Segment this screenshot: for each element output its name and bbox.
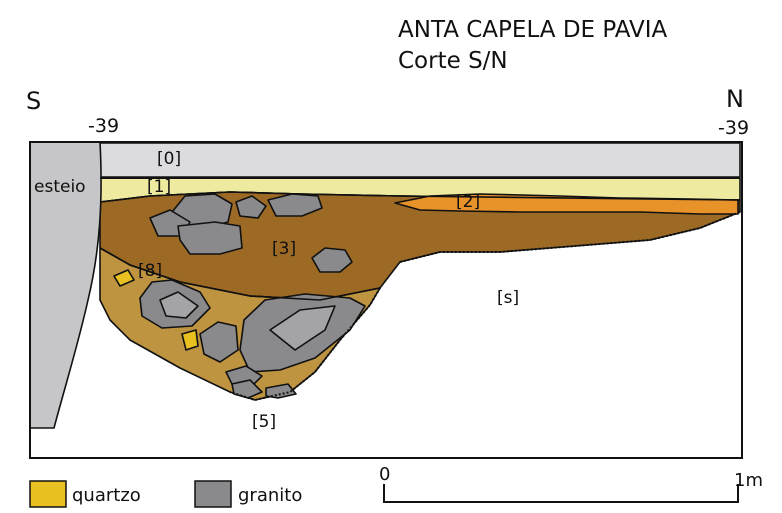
orientation-south: S bbox=[26, 87, 41, 115]
granite-stone bbox=[159, 291, 199, 319]
orientation-north: N bbox=[726, 85, 744, 113]
diagram-title: ANTA CAPELA DE PAVIA bbox=[398, 17, 668, 43]
granite-stone bbox=[235, 195, 267, 219]
granite-stone bbox=[177, 221, 243, 255]
legend-swatch-quartzo bbox=[29, 480, 67, 508]
esteio-standing-stone bbox=[29, 141, 102, 429]
granite-stone bbox=[269, 305, 336, 351]
section-frame bbox=[29, 141, 743, 459]
label-layer-1: [1] bbox=[147, 177, 171, 197]
scale-start-label: 0 bbox=[379, 464, 390, 485]
layer-0-area bbox=[99, 142, 741, 178]
quartz-fragment bbox=[113, 269, 135, 287]
label-layer-0: [0] bbox=[157, 149, 181, 169]
legend-label-granito: granito bbox=[238, 485, 302, 506]
label-layer-5: [5] bbox=[252, 412, 276, 432]
granite-stone bbox=[311, 247, 353, 273]
scale-bar bbox=[383, 484, 739, 503]
legend-swatch-granito bbox=[194, 480, 232, 508]
legend-label-quartzo: quartzo bbox=[72, 485, 141, 506]
interface-3-8 bbox=[99, 247, 381, 301]
elevation-left: -39 bbox=[88, 115, 119, 137]
interface-1-3 bbox=[99, 191, 741, 203]
label-esteio: esteio bbox=[34, 177, 86, 197]
label-layer-3: [3] bbox=[272, 239, 296, 259]
granite-stone bbox=[199, 321, 239, 363]
label-layer-8: [8] bbox=[138, 261, 162, 281]
diagram-subtitle: Corte S/N bbox=[398, 48, 508, 74]
elevation-right: -39 bbox=[718, 117, 749, 139]
substrate-boundary-right bbox=[399, 211, 741, 263]
quartz-fragment bbox=[181, 329, 199, 351]
granite-stone bbox=[265, 383, 297, 399]
scale-end-label: 1m bbox=[734, 470, 763, 491]
label-layer-s: [s] bbox=[497, 288, 519, 308]
label-layer-2: [2] bbox=[456, 192, 480, 212]
granite-stone bbox=[225, 365, 263, 387]
